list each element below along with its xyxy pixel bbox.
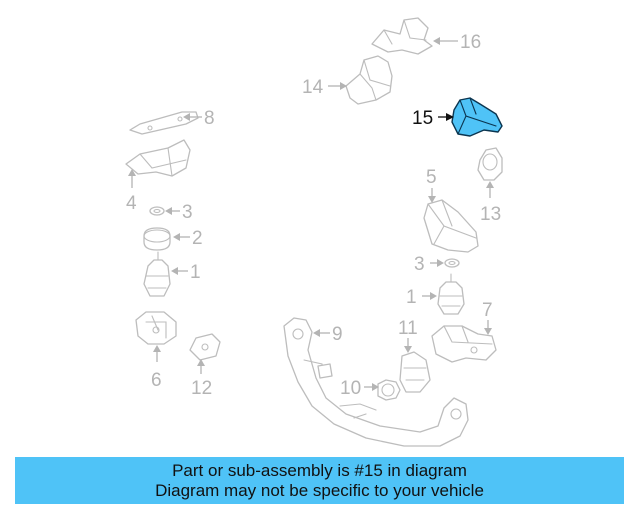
callout-4: 4 [126,169,137,214]
svg-text:2: 2 [192,228,203,249]
callout-12: 12 [191,359,212,399]
svg-text:6: 6 [151,370,162,391]
svg-text:14: 14 [302,77,324,98]
callout-13: 13 [480,181,501,225]
callout-14: 14 [302,77,347,98]
callout-11: 11 [398,318,418,353]
svg-text:1: 1 [406,287,417,308]
svg-text:10: 10 [340,378,361,399]
banner-line-2: Diagram may not be specific to your vehi… [155,480,484,500]
callout-2: 2 [173,228,203,249]
part-5: 5 [423,167,479,253]
parts-diagram: 16 14 15 8 [125,17,503,447]
svg-text:3: 3 [414,254,425,275]
part-2: 2 [143,227,203,251]
callout-3-left: 3 [165,202,193,223]
part-14: 14 [302,55,393,105]
svg-text:5: 5 [426,167,437,188]
callout-5: 5 [426,167,437,203]
part-11: 11 [398,318,431,393]
info-banner: Part or sub-assembly is #15 in diagram D… [15,457,624,504]
part-1-left: 1 [143,251,201,297]
callout-1-right: 1 [406,287,437,308]
svg-text:8: 8 [204,108,215,129]
svg-text:13: 13 [480,204,501,225]
svg-text:9: 9 [332,324,343,345]
callout-8: 8 [183,108,215,129]
svg-text:11: 11 [398,318,418,339]
callout-6: 6 [151,345,162,391]
part-8: 8 [129,108,215,135]
callout-16: 16 [433,32,481,53]
callout-3-right: 3 [414,254,444,275]
part-3-right: 3 [414,254,460,275]
banner-line-1: Part or sub-assembly is #15 in diagram [172,460,467,480]
svg-text:12: 12 [191,378,212,399]
svg-text:4: 4 [126,193,137,214]
callout-7: 7 [482,300,493,335]
part-6: 6 [135,311,177,391]
callout-15: 15 [412,108,454,129]
svg-text:16: 16 [460,32,481,53]
part-3-left: 3 [149,202,193,223]
svg-text:1: 1 [190,262,201,283]
svg-text:15: 15 [412,108,433,129]
part-10: 10 [340,378,401,401]
part-7: 7 [431,300,497,363]
svg-text:3: 3 [182,202,193,223]
svg-text:7: 7 [482,300,493,321]
callout-1-left: 1 [171,262,201,283]
callout-10: 10 [340,378,379,399]
callout-9: 9 [313,324,343,345]
part-1-right: 1 [406,273,465,315]
part-15: 15 [412,97,503,137]
part-16: 16 [371,17,481,55]
part-12: 12 [189,333,221,399]
part-9: 9 [283,317,469,447]
part-4: 4 [125,139,191,214]
part-13: 13 [477,147,503,225]
